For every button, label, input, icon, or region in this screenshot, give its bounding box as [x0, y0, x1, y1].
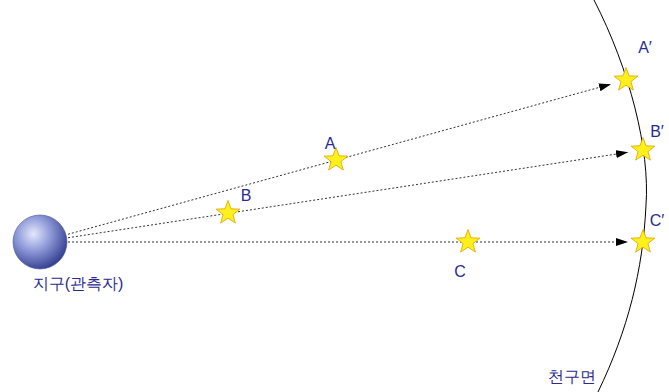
- observer-label: 지구(관측자): [33, 275, 124, 293]
- earth-node: 지구(관측자): [12, 214, 68, 270]
- star-label: A′: [638, 39, 652, 57]
- star-label: C: [454, 263, 466, 281]
- star-node: A: [321, 145, 351, 175]
- sight-line-arrow: [68, 242, 628, 243]
- celestial-sphere-arc: [594, 0, 647, 392]
- projected-star-node: C′: [628, 227, 658, 257]
- sphere-label: 천구면: [548, 368, 596, 386]
- star-label: A: [325, 135, 336, 153]
- projected-star-node: A′: [611, 65, 641, 95]
- star-symbol: [213, 198, 243, 228]
- star-symbol: [453, 227, 483, 257]
- star-label: B: [241, 187, 252, 205]
- sight-line-arrow: [68, 84, 611, 234]
- sight-line-arrow: [68, 152, 628, 237]
- star-node: C: [453, 227, 483, 257]
- earth-symbol: [12, 214, 68, 270]
- projected-star-node: B′: [628, 135, 658, 165]
- star-symbol: [611, 65, 641, 95]
- star-label: C′: [650, 212, 665, 230]
- star-symbol: [628, 227, 658, 257]
- star-node: B: [213, 198, 243, 228]
- star-label: B′: [650, 123, 664, 141]
